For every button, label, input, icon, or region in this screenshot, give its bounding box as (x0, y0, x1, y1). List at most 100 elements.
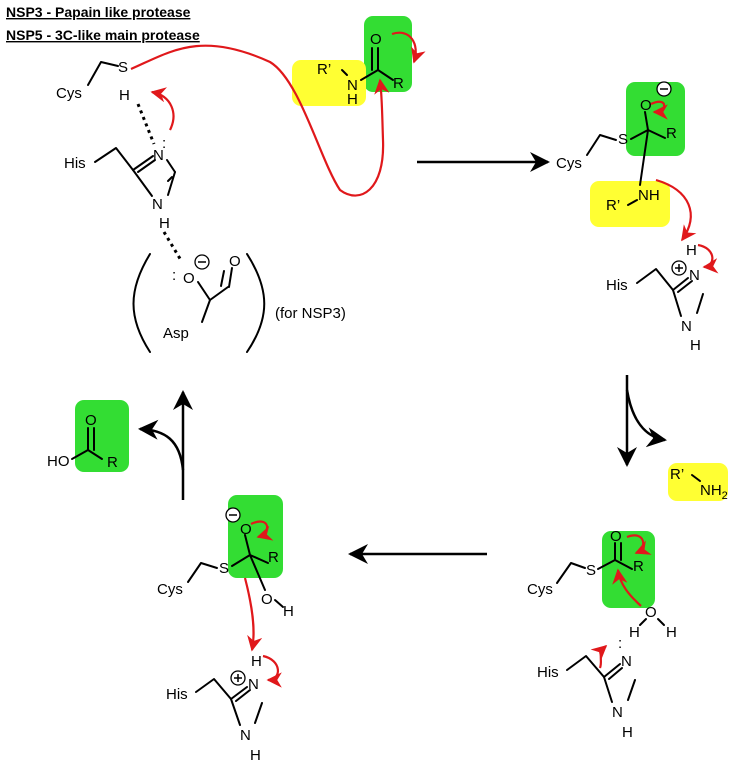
thio-carbonyl-o: O (610, 528, 622, 545)
his-nh-hydrogen: H (159, 215, 170, 232)
substrate-r: R (393, 75, 404, 92)
ti2-cys-label: Cys (157, 581, 183, 598)
substrate-r-prime: R’ (317, 61, 331, 78)
for-nsp3-note: (for NSP3) (275, 305, 346, 322)
his-label: His (64, 155, 86, 172)
ti2-hydroxyl-o: O (261, 591, 273, 608)
ti1-r: R (666, 125, 677, 142)
highlight-tetrahedral-2 (228, 495, 283, 578)
hisl-n1-hydrogen: H (250, 747, 261, 764)
hisr-label: His (606, 277, 628, 294)
h-bond-s-n (136, 103, 156, 145)
thiol-hydrogen: H (119, 87, 130, 104)
ti1-negative-charge-icon (656, 81, 672, 97)
released-nh2: NH2 (700, 482, 728, 502)
hisr-n3: N (689, 267, 700, 284)
his-n3: N (153, 147, 164, 164)
hisb-n1-hydrogen: H (622, 724, 633, 741)
catalytic-triad: Cys S H His N N H : : O O Asp (for NSP3) (56, 59, 346, 353)
released-amine-bond (691, 474, 701, 482)
substrate-nh-hydrogen: H (347, 91, 358, 108)
h-bond-n-asp (162, 231, 184, 263)
ti2-sulfur: S (219, 560, 229, 577)
ti2-oh-bond (274, 599, 284, 608)
paren-left (132, 253, 151, 353)
thio-cys-label: Cys (527, 581, 553, 598)
cycle-arrow-step4 (138, 390, 193, 500)
asp-carbonyl-double-bond (220, 267, 233, 288)
ti2-central-carbon-bonds (231, 534, 269, 591)
asp-ch2 (201, 299, 211, 323)
his-deprotonates-water-arrow (590, 644, 608, 669)
cys-label: Cys (56, 85, 82, 102)
tetrahedral-intermediate-2: Cys S O R O H (157, 507, 294, 652)
hisr-n1-hydrogen: H (690, 337, 701, 354)
hisl-arrow (262, 654, 282, 688)
acid-carbonyl-o: O (85, 412, 97, 429)
hisl-label: His (166, 686, 188, 703)
arrow-n-deprotonates-sh (150, 87, 175, 131)
hisr-n3-hydrogen: H (686, 242, 697, 259)
water-h2: H (666, 624, 677, 641)
asp-carboxylate-o-minus: O (183, 270, 195, 287)
ti2-cys-bond (187, 562, 218, 583)
hisr-ring (672, 277, 704, 317)
hisl-n3: N (248, 676, 259, 693)
hisr-arrow (697, 243, 719, 274)
asp-carbonyl-o: O (229, 253, 241, 270)
ti1-cys-label: Cys (556, 155, 582, 172)
thio-r: R (633, 558, 644, 575)
ti2-r: R (268, 549, 279, 566)
asp-carboxyl-bonds (197, 281, 229, 301)
ti1-arrow-protonate-amine (655, 178, 697, 242)
highlight-substrate-carbonyl (364, 16, 412, 92)
arrow-pi-bond-to-oxygen (391, 31, 426, 64)
substrate-carbonyl-double-bond (371, 47, 379, 71)
hisb-ring (603, 663, 636, 703)
ti1-c-n-bond (639, 129, 649, 186)
asp-label: Asp (163, 325, 189, 342)
substrate-amide: R’ N H O R (130, 31, 426, 197)
ti1-nh: NH (638, 187, 660, 204)
highlight-substrate-amine (292, 60, 366, 106)
arrow-thiolate-attacks-carbonyl (130, 44, 390, 197)
hisb-lone-pair: : (618, 635, 622, 652)
substrate-r-prime-bond (341, 69, 348, 76)
imidazole-double-bond-2 (166, 159, 176, 182)
hisb-label: His (537, 664, 559, 681)
highlight-acid-product (75, 400, 129, 472)
his-linker (94, 147, 134, 171)
hisl-ring (230, 686, 263, 726)
ti2-arrow-cleave-s (243, 577, 263, 652)
hisr-linker (636, 268, 674, 291)
ti2-oxyanion: O (240, 521, 252, 538)
substrate-n: N (347, 77, 358, 94)
his-protonated-right: His N H N H (606, 242, 719, 354)
highlight-boxes (75, 16, 728, 608)
ti2-hydroxyl-h: H (283, 603, 294, 620)
imidazole-double-bond-1 (137, 159, 156, 173)
ti1-cys-bond (586, 134, 617, 156)
hisb-linker (566, 655, 605, 678)
water-h1: H (629, 624, 640, 641)
paren-right (246, 253, 266, 353)
hisl-n1: N (240, 727, 251, 744)
hisb-n3: N (621, 653, 632, 670)
cycle-arrow-step2 (617, 375, 667, 467)
thio-sulfur: S (586, 562, 596, 579)
his-bottom-right: His N : N H (537, 635, 636, 741)
acid-r: R (107, 454, 118, 471)
thio-cys-bond (556, 562, 586, 584)
hisl-positive-charge-icon (230, 670, 246, 686)
positive-charge-icon (671, 260, 687, 276)
hisl-linker (195, 678, 232, 700)
ti2-arrow-oxyanion (250, 520, 274, 541)
ti1-arrow-oxyanion (650, 100, 668, 120)
cys-bond (87, 61, 119, 86)
tetrahedral-intermediate-1: Cys S O R R’ NH (556, 81, 697, 242)
highlight-released-amine (668, 463, 728, 501)
highlight-tetrahedral-1 (626, 82, 685, 156)
ti1-sulfur: S (618, 131, 628, 148)
acid-carbonyl-double-bond (87, 427, 95, 451)
